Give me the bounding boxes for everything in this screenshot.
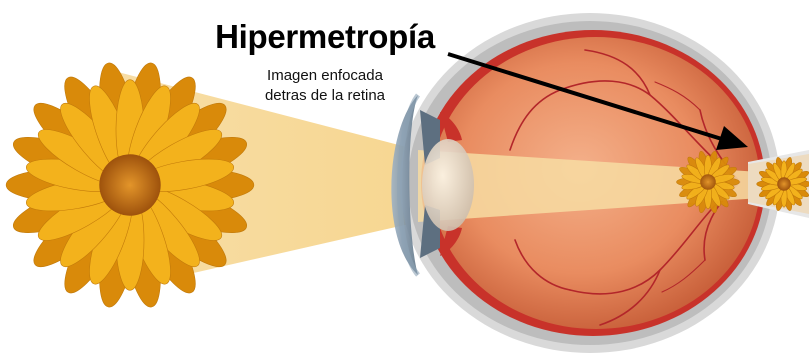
subtitle-line-2: detras de la retina — [230, 87, 420, 104]
subtitle-line-1: Imagen enfocada — [230, 67, 420, 84]
crystalline-lens — [422, 139, 474, 231]
diagram-title: Hipermetropía — [190, 18, 460, 56]
eyeball — [391, 13, 809, 353]
daisy-flower-icon — [6, 60, 254, 310]
